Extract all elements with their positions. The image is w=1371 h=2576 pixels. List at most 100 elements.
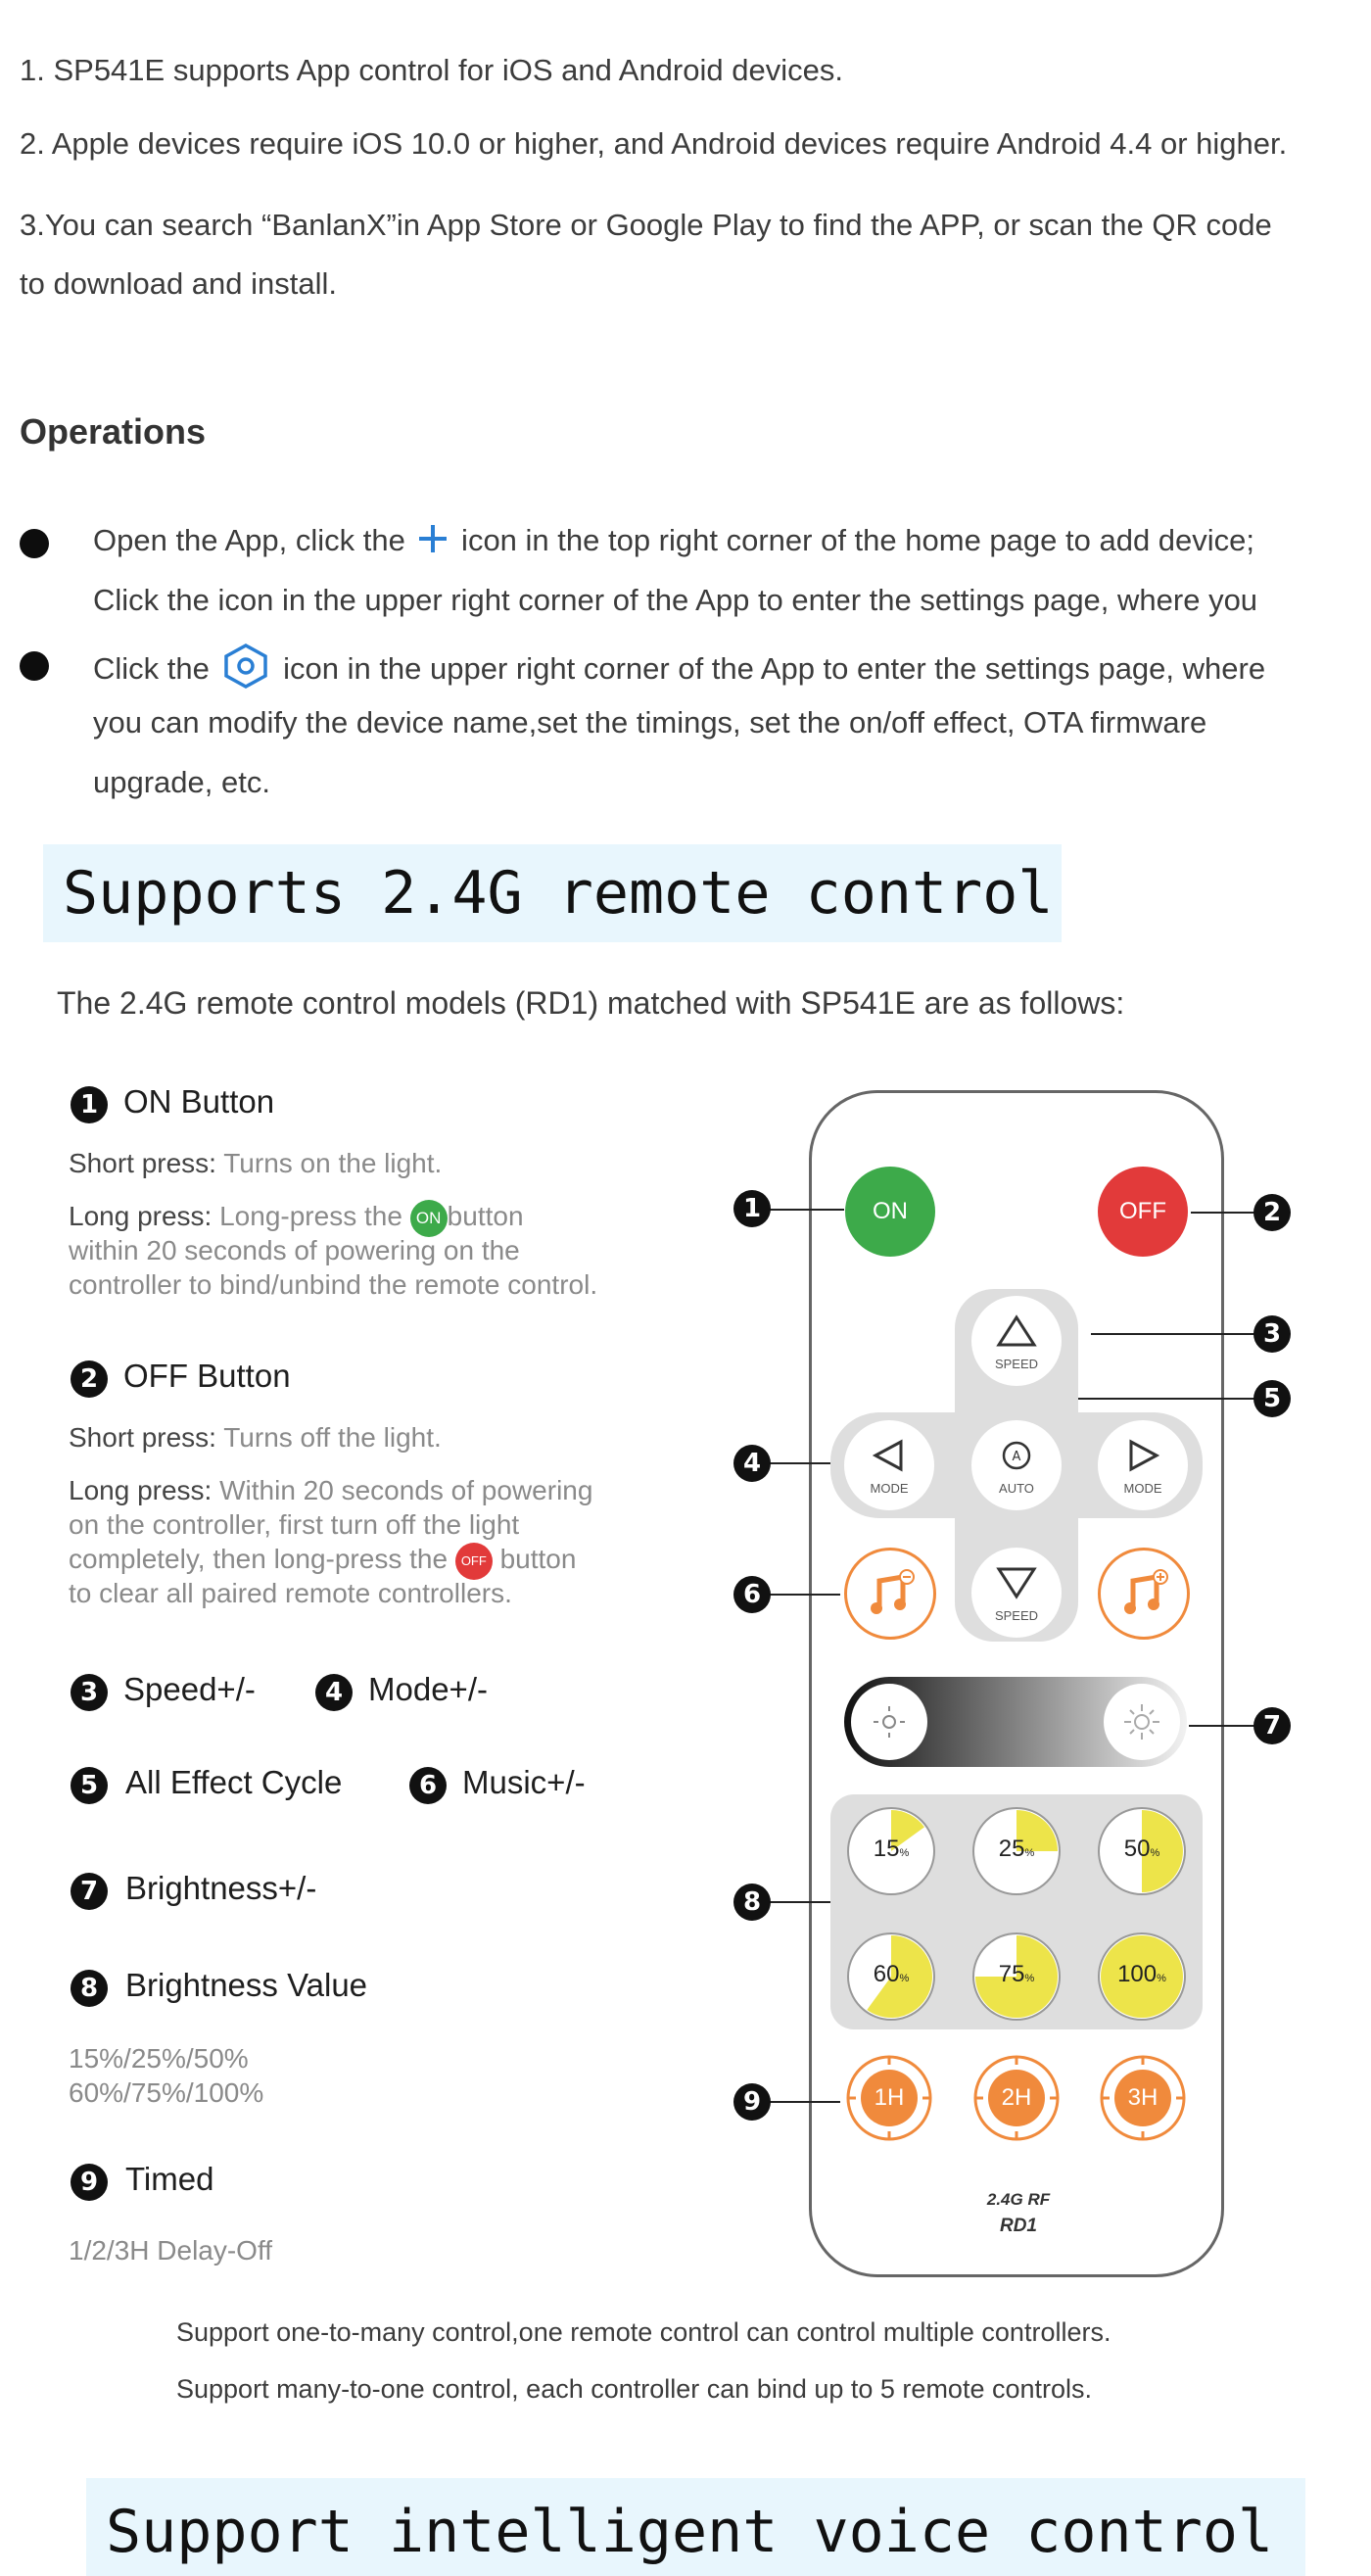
mode-prev-button[interactable]: MODE (844, 1420, 934, 1510)
brightness-50-pie (1098, 1807, 1186, 1895)
off-long-text-3: completely, then long-press the (69, 1544, 455, 1574)
intro-line-2: 2. Apple devices require iOS 10.0 or hig… (20, 126, 1288, 161)
timer-1h-button[interactable]: 1H (844, 2053, 934, 2143)
off-chip: OFF (454, 1542, 493, 1580)
brightness-15-pie (847, 1807, 935, 1895)
intro-line-1: 1. SP541E supports App control for iOS a… (20, 53, 843, 87)
brightness-75-button[interactable]: 75% (969, 1930, 1064, 2024)
remote-intro: The 2.4G remote control models (RD1) mat… (57, 985, 1125, 1021)
timer-3h-button[interactable]: 3H (1098, 2053, 1188, 2143)
brightness-50-label: 50% (1095, 1836, 1189, 1863)
timer-2h-button[interactable]: 2H (971, 2053, 1062, 2143)
mode-prev-label: MODE (870, 1481, 909, 1496)
plus-icon (413, 521, 452, 556)
callout-3: 3 (1253, 1315, 1291, 1353)
on-long-key: Long press: (69, 1201, 213, 1231)
brightness-75-pie (972, 1932, 1061, 2021)
brightness-pie-fill (1101, 1935, 1183, 2018)
on-short-text: Turns on the light. (215, 1148, 443, 1178)
timer-3h-label: 3H (1127, 2084, 1158, 2111)
brightness-75-label: 75% (969, 1961, 1064, 1988)
brightness-25-pie (972, 1807, 1061, 1895)
music-plus-button[interactable] (1098, 1548, 1190, 1640)
callout-7: 7 (1253, 1707, 1291, 1744)
brightness-pie-fill (891, 1810, 924, 1851)
off-button[interactable]: OFF (1098, 1167, 1188, 1257)
operation-1: Open the App, click the icon in the top … (93, 521, 1254, 560)
brightness-100-button[interactable]: 100% (1095, 1930, 1189, 2024)
speed-title: Speed+/- (123, 1671, 256, 1707)
on-chip: ON (409, 1199, 448, 1237)
number-badge-8: 8 (71, 1970, 108, 2007)
brightness-pie-fill (1142, 1810, 1183, 1892)
off-long-line-2: on the controller, first turn off the li… (69, 1509, 520, 1540)
off-long-press: Long press: Within 20 seconds of powerin… (69, 1473, 592, 1507)
brightness-15-label: 15% (844, 1836, 938, 1863)
bullet-2 (20, 651, 49, 681)
note-one-to-many: Support one-to-many control,one remote c… (176, 2317, 1111, 2347)
brightness-100-value: 100 (1117, 1961, 1158, 1987)
operation-1-line-2: Click the icon in the upper right corner… (93, 583, 1258, 617)
number-badge-7: 7 (71, 1873, 108, 1910)
rf-brand-label: 2.4G RF (986, 2190, 1051, 2209)
speed-up-button[interactable]: SPEED (971, 1296, 1062, 1386)
brightness-60-button[interactable]: 60% (844, 1930, 938, 2024)
number-badge-4: 4 (315, 1674, 353, 1711)
brightness-up-button[interactable] (1104, 1684, 1180, 1760)
brightness-15-pct: % (899, 1847, 910, 1859)
music-minus-button[interactable] (844, 1548, 936, 1640)
auto-button[interactable]: A AUTO (971, 1420, 1062, 1510)
sun-dim-icon (874, 1706, 905, 1738)
on-short-press: Short press: Turns on the light. (69, 1146, 442, 1180)
intro-line-3b: to download and install. (20, 266, 338, 301)
triangle-up-icon (996, 1314, 1037, 1347)
operation-1-pre: Open the App, click the (93, 523, 414, 557)
brightness-50-button[interactable]: 50% (1095, 1804, 1189, 1898)
brightness-down-button[interactable] (851, 1684, 927, 1760)
model-label: RD1 (999, 2216, 1037, 2236)
off-long-line-3: completely, then long-press the OFF butt… (69, 1542, 576, 1580)
callout-8: 8 (733, 1884, 771, 1921)
brightness-15-button[interactable]: 15% (844, 1804, 938, 1898)
brightness-100-pct: % (1157, 1973, 1166, 1984)
brightness-pie-fill (1016, 1810, 1058, 1851)
number-badge-1: 1 (71, 1086, 108, 1123)
operation-2-line-2: you can modify the device name,set the t… (93, 705, 1207, 739)
number-badge-9: 9 (71, 2164, 108, 2201)
brightness-25-button[interactable]: 25% (969, 1804, 1064, 1898)
brightness-50-value: 50 (1123, 1836, 1151, 1862)
on-long-line-3: controller to bind/unbind the remote con… (69, 1269, 598, 1300)
operation-2-pre: Click the (93, 651, 218, 686)
brightness-value-buttons: 15% 25% 50% 60% 75% 100% (830, 1794, 1203, 2029)
brightness-50-pct: % (1150, 1847, 1160, 1859)
on-button[interactable]: ON (845, 1167, 935, 1257)
on-short-key: Short press: (69, 1148, 216, 1178)
mode-next-button[interactable]: MODE (1098, 1420, 1188, 1510)
music-note-plus-icon (1124, 1569, 1168, 1614)
callout-9: 9 (733, 2083, 771, 2121)
number-badge-6: 6 (409, 1767, 447, 1804)
callout-2: 2 (1253, 1194, 1291, 1231)
timed-title: Timed (125, 2161, 214, 2197)
off-short-press: Short press: Turns off the light. (69, 1420, 442, 1455)
off-long-line-4: to clear all paired remote controllers. (69, 1578, 512, 1608)
brightness-15-value: 15 (873, 1836, 900, 1862)
settings-icon (217, 644, 274, 689)
speed-down-button[interactable]: SPEED (971, 1548, 1062, 1638)
sun-bright-icon (1124, 1704, 1159, 1740)
intro-line-3a: 3.You can search “BanlanX”in App Store o… (20, 208, 1272, 242)
mode-next-label: MODE (1123, 1481, 1162, 1496)
number-badge-2: 2 (71, 1360, 108, 1398)
brightness-value-title: Brightness Value (125, 1967, 368, 2003)
brightness-values-1: 15%/25%/50% (69, 2043, 249, 2074)
voice-control-banner: Support intelligent voice control (86, 2478, 1305, 2576)
brightness-100-pie (1098, 1932, 1186, 2021)
operations-title: Operations (20, 411, 207, 452)
music-note-minus-icon (871, 1569, 915, 1614)
timer-1h-label: 1H (874, 2084, 905, 2111)
triangle-left-icon (872, 1439, 903, 1472)
on-button-title: ON Button (123, 1083, 275, 1120)
on-long-line-2: within 20 seconds of powering on the (69, 1235, 520, 1265)
triangle-down-icon (996, 1567, 1037, 1599)
